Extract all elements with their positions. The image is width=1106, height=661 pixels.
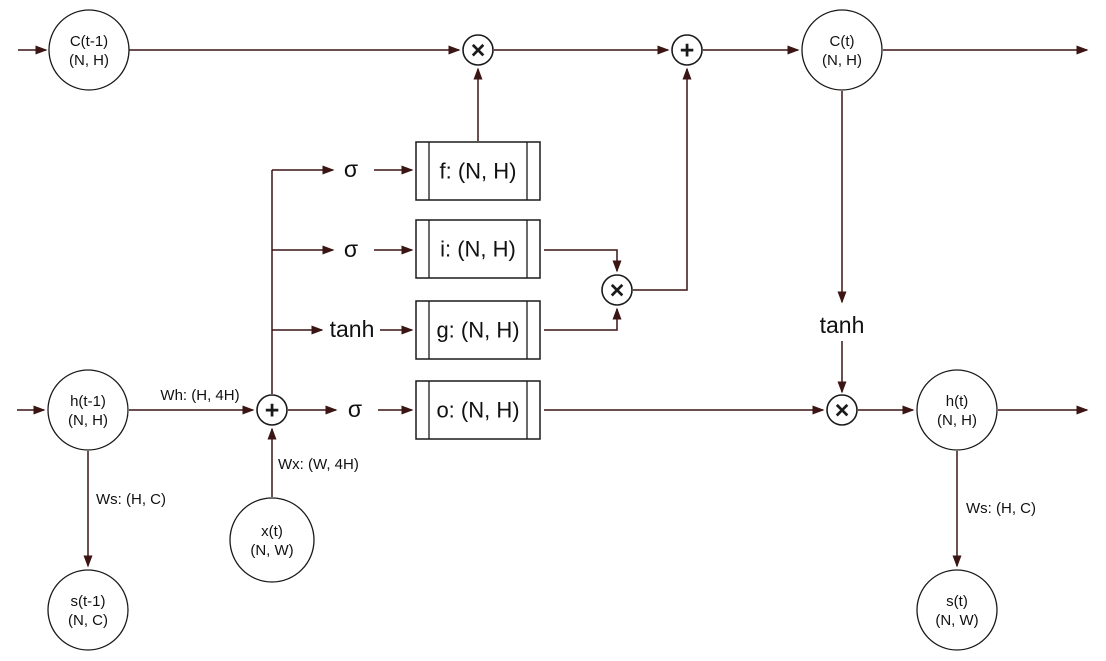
node-x-t-shape: (N, W) — [250, 542, 293, 559]
op-output-multiply-circle — [826, 394, 858, 426]
activation-sigma-f: σ — [344, 156, 358, 182]
node-h-t: h(t) (N, H) — [916, 369, 998, 451]
op-cell-add: + — [671, 34, 703, 66]
add-icon: + — [680, 36, 695, 64]
node-h-prev: h(t-1) (N, H) — [47, 369, 129, 451]
op-ig-multiply-circle — [601, 274, 633, 306]
node-c-t: C(t) (N, H) — [801, 9, 883, 91]
weight-label-wx: Wx: (W, 4H) — [278, 456, 359, 473]
gate-f-box — [415, 141, 541, 201]
node-c-t-name: C(t) — [830, 33, 855, 50]
op-preact-add-circle — [256, 394, 288, 426]
node-c-prev: C(t-1) (N, H) — [48, 9, 130, 91]
node-x-t: x(t) (N, W) — [229, 497, 315, 583]
activation-tanh-cell: tanh — [820, 312, 865, 338]
node-s-t: s(t) (N, W) — [916, 569, 998, 651]
multiply-icon: × — [471, 36, 486, 64]
op-forget-multiply: × — [462, 34, 494, 66]
add-icon: + — [265, 396, 280, 424]
activation-tanh-g: tanh — [330, 316, 375, 342]
gate-f-label: f: (N, H) — [440, 159, 517, 184]
node-s-prev-circle — [47, 569, 129, 651]
node-s-prev-shape: (N, C) — [68, 612, 108, 629]
gate-o-label: o: (N, H) — [436, 398, 519, 423]
gate-g-box — [415, 300, 541, 360]
node-c-t-shape: (N, H) — [822, 52, 862, 69]
node-s-t-name: s(t) — [946, 593, 968, 610]
edge-igate-to-ig-multiply — [544, 249, 622, 273]
weight-label-ws-left: Ws: (H, C) — [96, 491, 166, 508]
multiply-icon: × — [835, 396, 850, 424]
node-h-t-circle — [916, 369, 998, 451]
gate-i-box — [415, 219, 541, 279]
node-c-prev-circle — [48, 9, 130, 91]
weight-label-wh: Wh: (H, 4H) — [160, 387, 239, 404]
op-cell-add-circle — [671, 34, 703, 66]
node-s-t-shape: (N, W) — [935, 612, 978, 629]
edge-ggate-to-ig-multiply — [544, 307, 622, 331]
gate-g-label: g: (N, H) — [436, 318, 519, 343]
weight-label-ws-right: Ws: (H, C) — [966, 500, 1036, 517]
node-c-prev-name: C(t-1) — [70, 33, 108, 50]
op-ig-multiply: × — [601, 274, 633, 306]
node-x-t-circle — [229, 497, 315, 583]
gate-i-label: i: (N, H) — [440, 237, 516, 262]
gate-g: g: (N, H) — [415, 300, 541, 360]
activation-sigma-i: σ — [344, 236, 358, 262]
node-h-prev-circle — [47, 369, 129, 451]
node-s-prev-name: s(t-1) — [71, 593, 106, 610]
node-x-t-name: x(t) — [261, 523, 283, 540]
node-s-t-circle — [916, 569, 998, 651]
node-c-prev-shape: (N, H) — [69, 52, 109, 69]
node-h-t-name: h(t) — [946, 393, 969, 410]
node-s-prev: s(t-1) (N, C) — [47, 569, 129, 651]
gate-o: o: (N, H) — [415, 380, 541, 440]
gate-o-box — [415, 380, 541, 440]
op-forget-multiply-circle — [462, 34, 494, 66]
op-preact-add: + — [256, 394, 288, 426]
node-h-t-shape: (N, H) — [937, 412, 977, 429]
edge-ig-multiply-to-add — [633, 67, 692, 291]
gate-i: i: (N, H) — [415, 219, 541, 279]
node-h-prev-shape: (N, H) — [68, 412, 108, 429]
op-output-multiply: × — [826, 394, 858, 426]
multiply-icon: × — [610, 276, 625, 304]
gate-f: f: (N, H) — [415, 141, 541, 201]
node-h-prev-name: h(t-1) — [70, 393, 106, 410]
node-c-t-circle — [801, 9, 883, 91]
activation-sigma-o: σ — [348, 396, 362, 422]
